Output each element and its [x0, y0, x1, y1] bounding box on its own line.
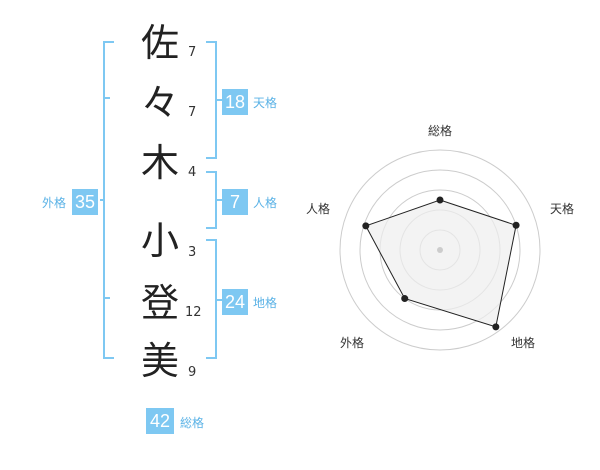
radar-point-3 — [401, 295, 409, 303]
gaikaku-value: 35 — [72, 189, 98, 215]
radar-grid-ring — [359, 169, 521, 331]
stroke-count-1: 7 — [188, 45, 197, 60]
soukaku-label: 総格 — [180, 416, 205, 430]
name-char-6: 美 — [140, 339, 179, 383]
name-char-2: 々 — [140, 81, 179, 125]
stroke-count-4: 3 — [188, 245, 197, 260]
stroke-count-3: 4 — [188, 165, 197, 180]
name-char-5: 登 — [140, 281, 179, 325]
radar-point-2 — [492, 323, 500, 331]
stroke-count-6: 9 — [188, 365, 197, 380]
radar-label-tenkaku: 天格 — [550, 202, 575, 216]
gaikaku-label: 外格 — [42, 196, 67, 210]
name-char-1: 佐 — [140, 21, 179, 65]
radar-polygon — [365, 199, 517, 328]
jinkaku-value: 7 — [222, 189, 248, 215]
radar-label-gaikaku: 外格 — [340, 336, 365, 350]
jinkaku-label: 人格 — [253, 196, 278, 210]
tenkaku-value: 18 — [222, 89, 248, 115]
stroke-count-2: 7 — [188, 105, 197, 120]
tenkaku-label: 天格 — [253, 96, 278, 110]
radar-label-soukaku: 総格 — [428, 124, 453, 138]
chikaku-value: 24 — [222, 289, 248, 315]
chikaku-label: 地格 — [253, 296, 278, 310]
radar-point-0 — [436, 196, 444, 204]
name-char-3: 木 — [140, 141, 179, 185]
radar-point-1 — [512, 221, 520, 229]
radar-center-dot — [437, 247, 443, 253]
radar-grid-ring — [339, 149, 541, 351]
radar-label-chikaku: 地格 — [511, 336, 536, 350]
radar-label-jinkaku: 人格 — [306, 202, 331, 216]
radar-point-4 — [362, 222, 370, 230]
name-char-4: 小 — [140, 219, 179, 263]
stroke-count-5: 12 — [185, 305, 202, 320]
soukaku-value: 42 — [146, 408, 174, 434]
